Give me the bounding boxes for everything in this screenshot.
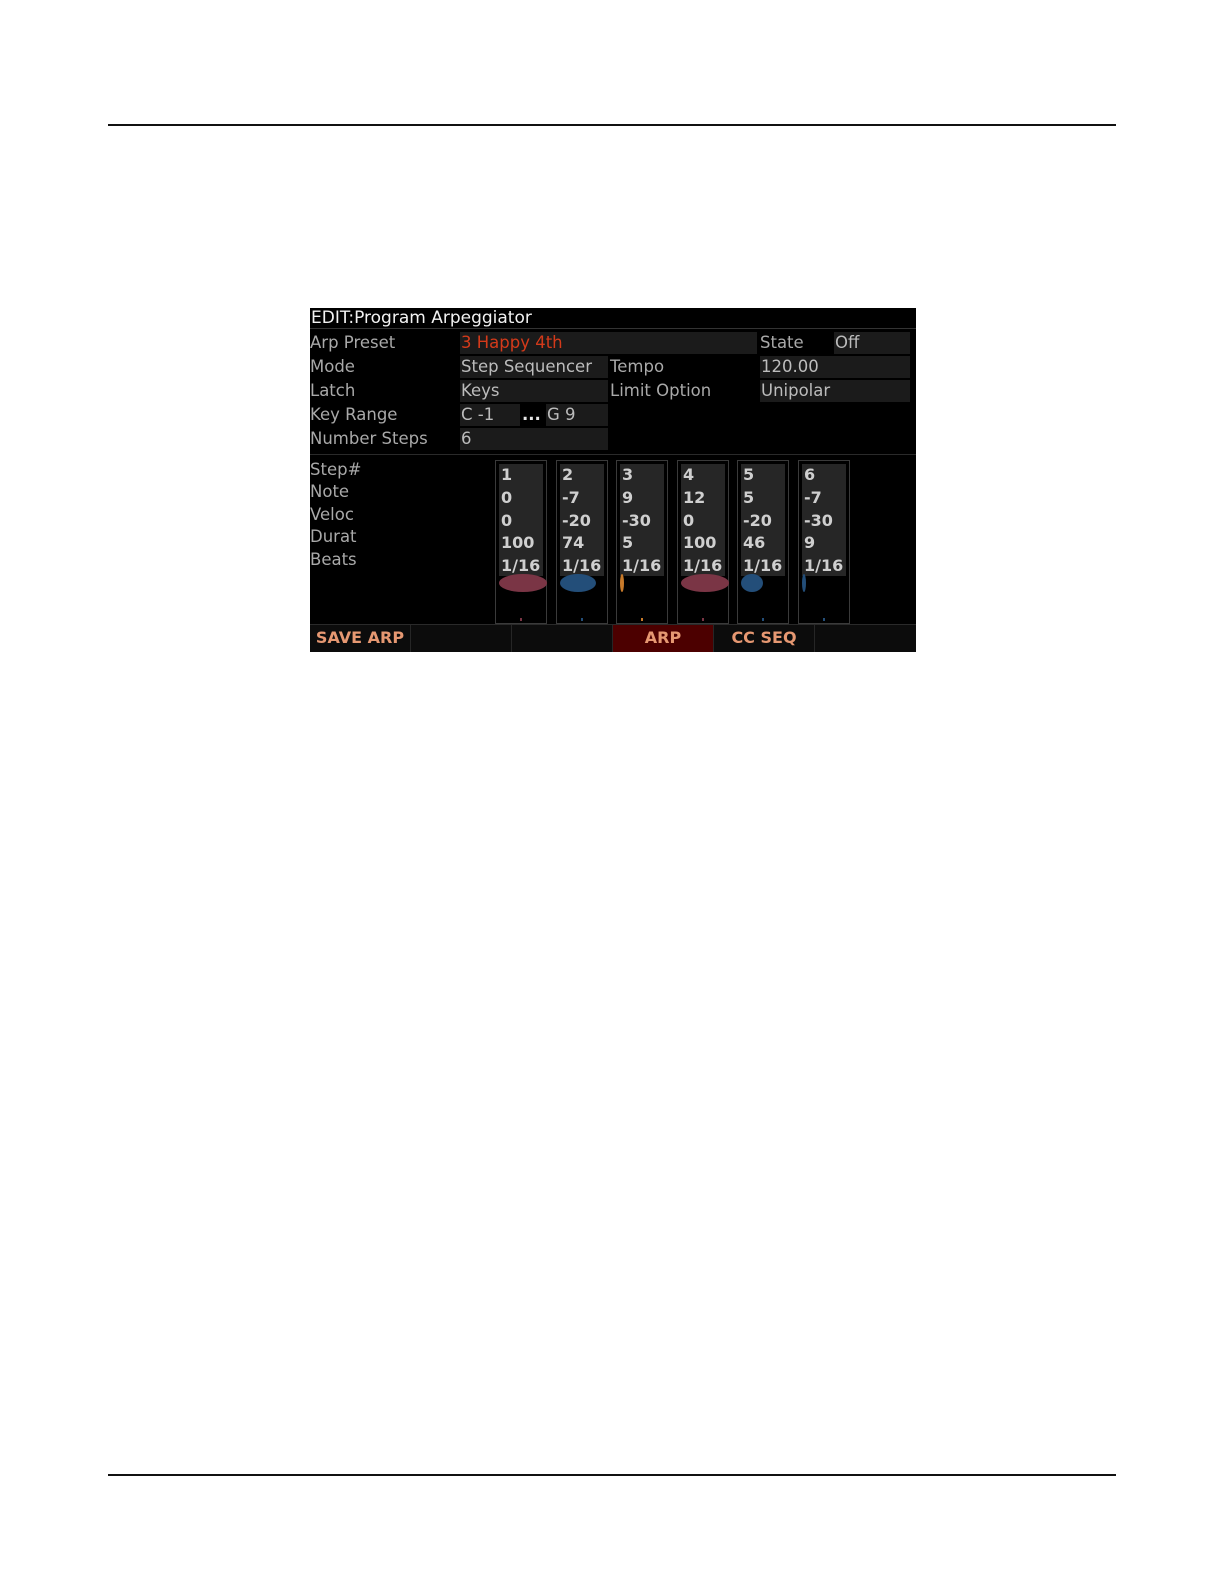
step-note-value[interactable]: 12 [683,488,706,507]
limit-option-field[interactable]: Unipolar [760,380,910,402]
step-duration-shape [802,574,806,592]
mode-label: Mode [310,357,355,376]
state-label: State [760,333,804,352]
step-note-value[interactable]: 0 [501,488,513,507]
step-veloc-value[interactable]: -30 [622,511,651,530]
soft-button-bar: SAVE ARP ARP CC SEQ [310,624,916,652]
note-label: Note [310,482,350,501]
section-divider [310,454,916,455]
number-steps-field[interactable]: 6 [460,428,608,450]
latch-field[interactable]: Keys [460,380,608,402]
step-duration-shape [499,574,547,592]
step-durat-value[interactable]: 46 [743,533,766,552]
step-column[interactable]: 4 12 0 100 1/16 [677,460,729,624]
tempo-label: Tempo [610,357,665,376]
key-range-label: Key Range [310,405,398,424]
beats-label: Beats [310,550,357,569]
state-field[interactable]: Off [834,332,910,354]
step-values-panel [560,464,604,576]
step-velocity-marker [581,618,583,621]
velocity-label: Veloc [310,505,354,524]
step-durat-value[interactable]: 5 [622,533,634,552]
step-velocity-marker [762,618,764,621]
step-note-value[interactable]: 5 [743,488,755,507]
step-durat-value[interactable]: 9 [804,533,816,552]
step-step-value[interactable]: 6 [804,465,816,484]
step-beats-value[interactable]: 1/16 [743,556,783,575]
step-values-panel [681,464,725,576]
soft-button-3[interactable] [512,625,613,652]
step-number-label: Step# [310,460,362,479]
arpeggiator-screen: EDIT:Program Arpeggiator Arp Preset 3 Ha… [310,308,916,652]
soft-button-6[interactable] [815,625,916,652]
step-veloc-value[interactable]: 0 [683,511,695,530]
step-duration-shape [741,574,763,592]
soft-button-2[interactable] [411,625,512,652]
step-beats-value[interactable]: 1/16 [622,556,662,575]
step-note-value[interactable]: 9 [622,488,634,507]
arp-button[interactable]: ARP [613,625,714,652]
arp-preset-label: Arp Preset [310,333,396,352]
latch-label: Latch [310,381,356,400]
step-values-panel [802,464,846,576]
step-veloc-value[interactable]: -30 [804,511,833,530]
step-note-value[interactable]: -7 [562,488,580,507]
cc-seq-button[interactable]: CC SEQ [714,625,815,652]
step-durat-value[interactable]: 100 [683,533,717,552]
arp-preset-field[interactable]: 3 Happy 4th [460,332,757,354]
step-step-value[interactable]: 4 [683,465,695,484]
step-step-value[interactable]: 5 [743,465,755,484]
top-rule [108,124,1116,126]
limit-option-label: Limit Option [610,381,712,400]
save-arp-button[interactable]: SAVE ARP [310,625,411,652]
key-range-high-field[interactable]: G 9 [546,404,608,426]
step-beats-value[interactable]: 1/16 [683,556,723,575]
step-beats-value[interactable]: 1/16 [804,556,844,575]
step-column[interactable]: 6 -7 -30 9 1/16 [798,460,850,624]
step-values-panel [499,464,543,576]
tempo-field[interactable]: 120.00 [760,356,910,378]
step-column[interactable]: 5 5 -20 46 1/16 [737,460,789,624]
key-range-low-field[interactable]: C -1 [460,404,520,426]
step-veloc-value[interactable]: -20 [743,511,772,530]
step-column[interactable]: 3 9 -30 5 1/16 [616,460,668,624]
step-velocity-marker [823,618,825,621]
mode-field[interactable]: Step Sequencer [460,356,608,378]
number-steps-label: Number Steps [310,429,428,448]
step-duration-shape [620,574,624,592]
step-veloc-value[interactable]: 0 [501,511,513,530]
step-veloc-value[interactable]: -20 [562,511,591,530]
step-step-value[interactable]: 3 [622,465,634,484]
step-note-value[interactable]: -7 [804,488,822,507]
step-column[interactable]: 2 -7 -20 74 1/16 [556,460,608,624]
step-step-value[interactable]: 2 [562,465,574,484]
step-step-value[interactable]: 1 [501,465,513,484]
step-durat-value[interactable]: 100 [501,533,535,552]
screen-title: EDIT:Program Arpeggiator [310,308,916,329]
duration-label: Durat [310,527,357,546]
step-values-panel [620,464,664,576]
step-beats-value[interactable]: 1/16 [501,556,541,575]
step-velocity-marker [702,618,704,621]
step-duration-shape [560,574,596,592]
step-velocity-marker [641,618,643,621]
step-durat-value[interactable]: 74 [562,533,585,552]
key-range-separator: ... [522,405,541,424]
bottom-rule [108,1474,1116,1476]
step-values-panel [741,464,785,576]
step-velocity-marker [520,618,522,621]
step-beats-value[interactable]: 1/16 [562,556,602,575]
step-duration-shape [681,574,729,592]
